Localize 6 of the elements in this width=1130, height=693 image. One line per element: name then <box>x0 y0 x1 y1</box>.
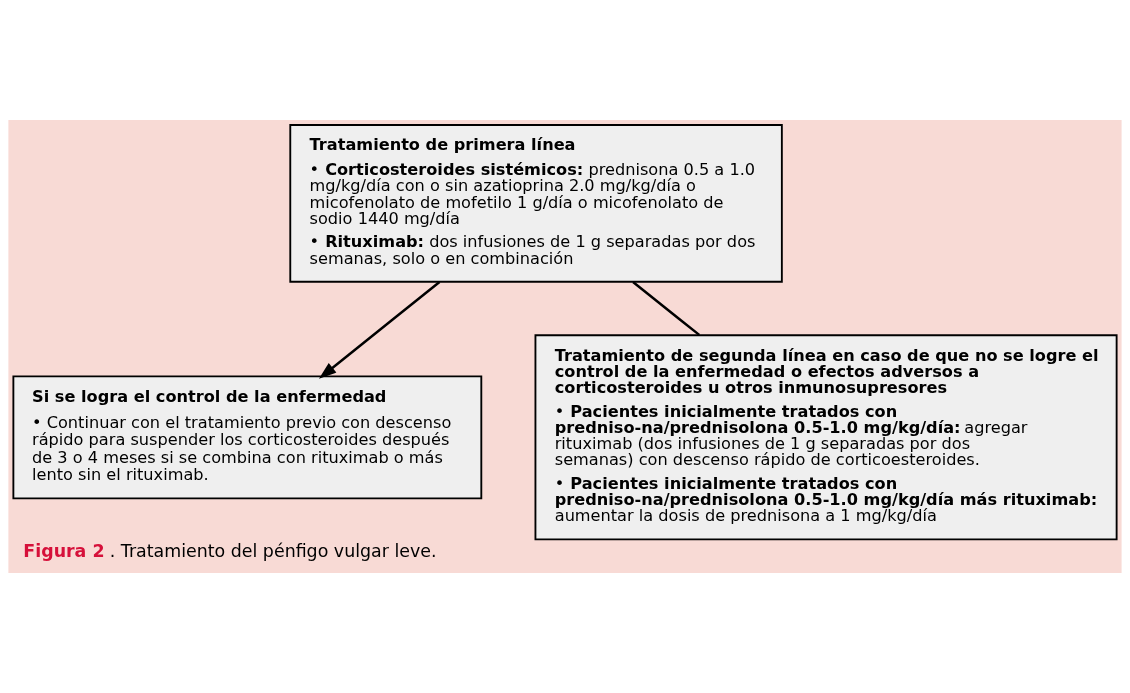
node-box: Si se logra el control de la enfermedad • Continuar con el tratamiento previo con descenso rápido para suspender los corticosteroides después de 3 o 4 meses si se combina con rituximab o más lento sin el rituximab. <box>12 375 483 500</box>
node-box: Tratamiento de segunda línea en caso de que no se logre el control de la enfermedad o efectos adversos a corticosteroides u otros inmunosupresores • Pacientes inicialmente tratados con predniso-na/prednisolona 0.5-1.0 mg/kg/día: agregar rituximab (dos infusiones de 1 g separadas por dos semanas) con descenso rápido de corticoesteroides. • Pacientes inicialmente tratados con predniso-na/prednisolona 0.5-1.0 mg/kg/día más rituximab: aumentar la dosis de prednisona a 1 mg/kg/día <box>534 334 1118 541</box>
caption: Figura 2. Tratamiento del pénfigo vulgar leve. <box>23 541 437 562</box>
arrow <box>318 281 441 379</box>
node-box: Tratamiento de primera línea • Corticosteroides sistémicos: prednisona 0.5 a 1.0 mg/kg/día con o sin azatioprina 2.0 mg/kg/día o micofenolato de mofetilo 1 g/día o micofenolato de sodio 1440 mg/día • Rituximab: dos infusiones de 1 g separadas por dos semanas, solo o en combinación <box>289 124 783 283</box>
connector <box>632 281 701 336</box>
